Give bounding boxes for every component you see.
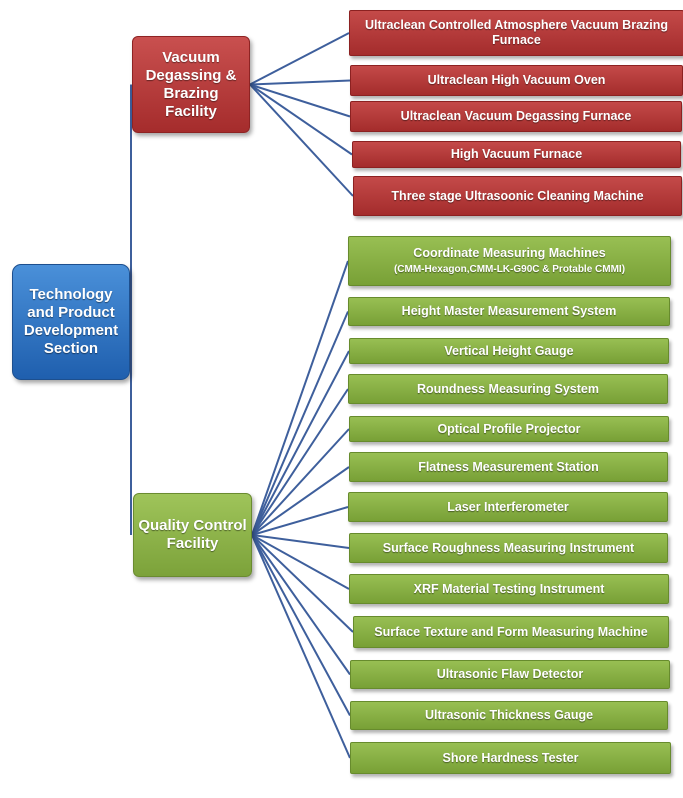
leaf-vertical-height-gauge: Vertical Height Gauge (349, 338, 669, 364)
leaf-ultrasonic-thickness-gauge: Ultrasonic Thickness Gauge (350, 701, 668, 730)
connector-line (251, 534, 351, 716)
leaf-label: Roundness Measuring System (417, 381, 599, 396)
leaf-ultrasonic-cleaning-machine: Three stage Ultrasoonic Cleaning Machine (353, 176, 682, 216)
leaf-sublabel: (CMM-Hexagon,CMM-LK-G90C & Protable CMMI… (393, 264, 626, 275)
leaf-flatness-measurement: Flatness Measurement Station (349, 452, 668, 482)
leaf-ultrasonic-flaw-detector: Ultrasonic Flaw Detector (350, 660, 670, 689)
connector-line (251, 466, 350, 536)
leaf-surface-roughness: Surface Roughness Measuring Instrument (349, 533, 668, 563)
leaf-label: Coordinate Measuring Machines (413, 246, 606, 260)
connector-line (249, 83, 354, 197)
connector-line (251, 534, 351, 676)
leaf-high-vacuum-furnace: High Vacuum Furnace (352, 141, 681, 168)
connector-line (251, 534, 354, 633)
connector-line (251, 534, 351, 759)
leaf-label: High Vacuum Furnace (450, 147, 583, 161)
category-quality-control: Quality Control Facility (133, 493, 252, 577)
leaf-label: Ultrasonic Flaw Detector (436, 667, 584, 681)
root-label: Technology and Product Development Secti… (23, 286, 119, 357)
leaf-vacuum-degassing-furnace: Ultraclean Vacuum Degassing Furnace (350, 101, 682, 132)
root-node: Technology and Product Development Secti… (12, 264, 130, 380)
leaf-coordinate-measuring-machines: Coordinate Measuring Machines (CMM-Hexag… (348, 236, 671, 286)
connector-line (251, 388, 349, 536)
leaf-laser-interferometer: Laser Interferometer (348, 492, 668, 522)
connector-line (249, 32, 350, 86)
leaf-label: XRF Material Testing Instrument (413, 581, 605, 596)
leaf-label: Surface Texture and Form Measuring Machi… (374, 624, 648, 639)
leaf-vacuum-brazing-furnace: Ultraclean Controlled Atmosphere Vacuum … (349, 10, 683, 56)
connector-line (249, 83, 351, 118)
connector-line (251, 311, 349, 536)
leaf-shore-hardness-tester: Shore Hardness Tester (350, 742, 671, 774)
category-vacuum-degassing-brazing: Vacuum Degassing & Brazing Facility (132, 36, 250, 133)
leaf-label: Ultraclean Controlled Atmosphere Vacuum … (364, 18, 669, 47)
leaf-label: Shore Hardness Tester (442, 750, 579, 765)
connector-line (249, 79, 351, 86)
leaf-label: Ultrasonic Thickness Gauge (424, 708, 594, 722)
connector-line (251, 506, 349, 536)
connector-line (249, 83, 353, 156)
leaf-xrf-material-testing: XRF Material Testing Instrument (349, 574, 669, 604)
leaf-roundness-measuring: Roundness Measuring System (348, 374, 668, 404)
leaf-optical-profile-projector: Optical Profile Projector (349, 416, 669, 442)
connector-line (251, 428, 350, 536)
connector-line (251, 260, 349, 536)
category-label: Quality Control Facility (138, 517, 247, 552)
connector-line (251, 534, 350, 549)
connector-line (251, 350, 350, 536)
leaf-label: Laser Interferometer (447, 499, 569, 514)
leaf-surface-texture-form: Surface Texture and Form Measuring Machi… (353, 616, 669, 648)
leaf-high-vacuum-oven: Ultraclean High Vacuum Oven (350, 65, 683, 96)
leaf-label: Optical Profile Projector (437, 421, 581, 436)
leaf-height-master: Height Master Measurement System (348, 297, 670, 326)
category-label: Vacuum Degassing & Brazing Facility (145, 48, 237, 120)
leaf-label: Flatness Measurement Station (418, 459, 599, 474)
leaf-label: Height Master Measurement System (401, 304, 617, 318)
leaf-label: Three stage Ultrasoonic Cleaning Machine (391, 188, 644, 203)
leaf-label: Ultraclean High Vacuum Oven (427, 73, 606, 87)
leaf-label: Surface Roughness Measuring Instrument (382, 540, 635, 555)
leaf-label: Ultraclean Vacuum Degassing Furnace (400, 109, 632, 123)
leaf-label: Vertical Height Gauge (444, 343, 574, 358)
connector-line (251, 534, 350, 590)
